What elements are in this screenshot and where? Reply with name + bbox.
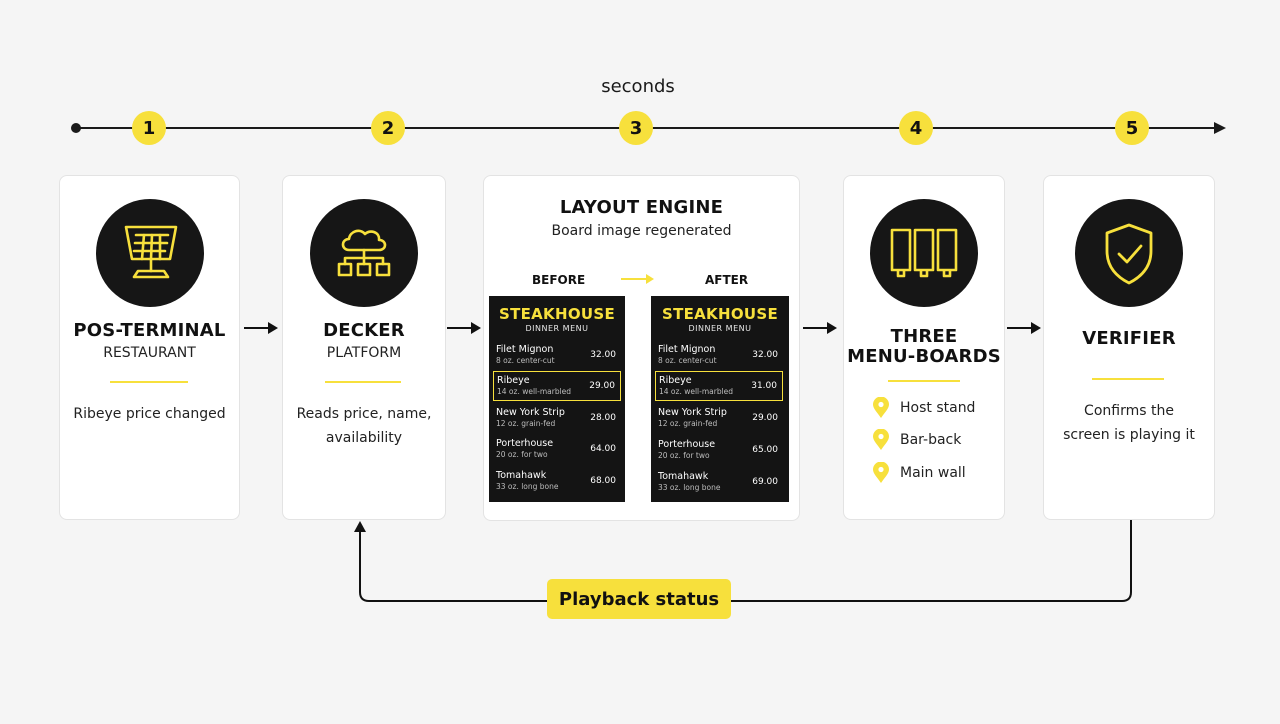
feedback-loop-line <box>354 520 1132 602</box>
boards-title-line2: MENU-BOARDS <box>847 346 1001 367</box>
pos-description: Ribeye price changed <box>73 406 226 422</box>
item-name: Ribeye <box>659 375 692 386</box>
after-label: AFTER <box>705 273 749 287</box>
menu-boards-icon <box>870 199 978 307</box>
before-label: BEFORE <box>532 273 586 287</box>
board-title: STEAKHOUSE <box>661 305 779 323</box>
item-desc: 33 oz. long bone <box>496 482 559 491</box>
boards-divider <box>888 380 960 382</box>
location-pin-icon <box>873 462 889 483</box>
decker-divider <box>325 381 401 383</box>
before-after-arrow <box>621 274 654 284</box>
menu-row-highlighted: Ribeye 14 oz. well-marbled 31.00 <box>655 371 783 401</box>
board-subtitle: DINNER MENU <box>688 324 752 333</box>
boards-title-line1: THREE <box>890 326 958 347</box>
item-desc: 12 oz. grain-fed <box>658 419 718 428</box>
card-menu-boards: THREE MENU-BOARDS <box>843 175 1005 520</box>
location-label: Main wall <box>900 465 966 481</box>
item-price: 65.00 <box>752 445 778 455</box>
menu-board-after: STEAKHOUSE DINNER MENU Filet Mignon 8 oz… <box>651 296 789 502</box>
step-badge-4: 4 <box>899 111 933 145</box>
item-name: Filet Mignon <box>658 344 716 355</box>
item-desc: 14 oz. well-marbled <box>659 387 734 396</box>
item-name: New York Strip <box>496 407 565 418</box>
location-label: Host stand <box>900 400 976 416</box>
item-price: 28.00 <box>590 413 616 423</box>
step-badge-2: 2 <box>371 111 405 145</box>
item-name: New York Strip <box>658 407 727 418</box>
flow-arrow-4 <box>1007 322 1041 334</box>
menu-row: Filet Mignon 8 oz. center-cut 32.00 <box>655 341 783 371</box>
timeline-title: seconds <box>601 76 675 97</box>
item-name: Ribeye <box>497 375 530 386</box>
verifier-description-line1: Confirms the <box>1084 403 1174 419</box>
pos-subtitle: RESTAURANT <box>103 345 196 361</box>
verifier-title: VERIFIER <box>1082 328 1176 349</box>
pos-divider <box>110 381 188 383</box>
menu-row: Porterhouse 20 oz. for two 64.00 <box>493 435 621 465</box>
layout-subtitle: Board image regenerated <box>551 223 732 239</box>
step-badge-5: 5 <box>1115 111 1149 145</box>
item-name: Filet Mignon <box>496 344 554 355</box>
step-badge-1: 1 <box>132 111 166 145</box>
flow-arrow-1 <box>244 322 278 334</box>
item-price: 69.00 <box>752 477 778 487</box>
flow-arrow-2 <box>447 322 481 334</box>
decker-title: DECKER <box>323 320 405 341</box>
decker-description-line2: availability <box>325 430 403 446</box>
item-name: Tomahawk <box>496 470 547 481</box>
timeline-arrowhead <box>1214 122 1226 134</box>
location-pin-icon <box>873 397 889 418</box>
item-price: 29.00 <box>752 413 778 423</box>
menu-row: Filet Mignon 8 oz. center-cut 32.00 <box>493 341 621 371</box>
location-label: Bar-back <box>900 432 962 448</box>
item-desc: 20 oz. for two <box>658 451 710 460</box>
verifier-divider <box>1092 378 1164 380</box>
menu-row-highlighted: Ribeye 14 oz. well-marbled 29.00 <box>493 371 621 401</box>
layout-title: LAYOUT ENGINE <box>559 197 724 218</box>
pos-terminal-icon <box>96 199 204 307</box>
item-price: 32.00 <box>752 350 778 360</box>
item-price: 29.00 <box>589 381 615 391</box>
item-name: Tomahawk <box>658 471 709 482</box>
menu-row: Porterhouse 20 oz. for two 65.00 <box>655 436 783 466</box>
shield-check-icon <box>1075 199 1183 307</box>
menu-row: New York Strip 12 oz. grain-fed 28.00 <box>493 404 621 434</box>
item-name: Porterhouse <box>658 439 716 450</box>
location-item: Main wall <box>872 462 966 484</box>
decker-description-line1: Reads price, name, <box>296 406 432 422</box>
item-desc: 12 oz. grain-fed <box>496 419 556 428</box>
item-price: 64.00 <box>590 444 616 454</box>
menu-row: Tomahawk 33 oz. long bone 68.00 <box>493 467 621 497</box>
menu-row: New York Strip 12 oz. grain-fed 29.00 <box>655 404 783 434</box>
location-pin-icon <box>873 429 889 450</box>
item-price: 68.00 <box>590 476 616 486</box>
item-desc: 33 oz. long bone <box>658 483 721 492</box>
menu-row: Tomahawk 33 oz. long bone 69.00 <box>655 468 783 498</box>
cloud-network-icon <box>310 199 418 307</box>
menu-board-before: STEAKHOUSE DINNER MENU Filet Mignon 8 oz… <box>489 296 625 502</box>
card-decker: DECKER PLATFORM Reads price, name, avail… <box>282 175 446 520</box>
board-subtitle: DINNER MENU <box>525 324 589 333</box>
item-price: 31.00 <box>751 381 777 391</box>
item-desc: 8 oz. center-cut <box>658 356 717 365</box>
card-verifier: VERIFIER Confirms the screen is playing … <box>1043 175 1215 520</box>
verifier-description-line2: screen is playing it <box>1063 427 1195 443</box>
item-name: Porterhouse <box>496 438 554 449</box>
playback-status-label: Playback status <box>547 579 731 619</box>
board-title: STEAKHOUSE <box>498 305 616 323</box>
item-price: 32.00 <box>590 350 616 360</box>
location-item: Host stand <box>872 397 975 419</box>
location-item: Bar-back <box>872 429 961 451</box>
item-desc: 20 oz. for two <box>496 450 548 459</box>
flow-arrow-3 <box>803 322 837 334</box>
decker-subtitle: PLATFORM <box>326 345 402 361</box>
pos-title: POS-TERMINAL <box>73 320 226 341</box>
timeline-start-dot <box>71 123 81 133</box>
step-badge-3: 3 <box>619 111 653 145</box>
item-desc: 8 oz. center-cut <box>496 356 555 365</box>
item-desc: 14 oz. well-marbled <box>497 387 572 396</box>
card-pos-terminal: POS-TERMINAL RESTAURANT Ribeye price cha… <box>59 175 240 520</box>
